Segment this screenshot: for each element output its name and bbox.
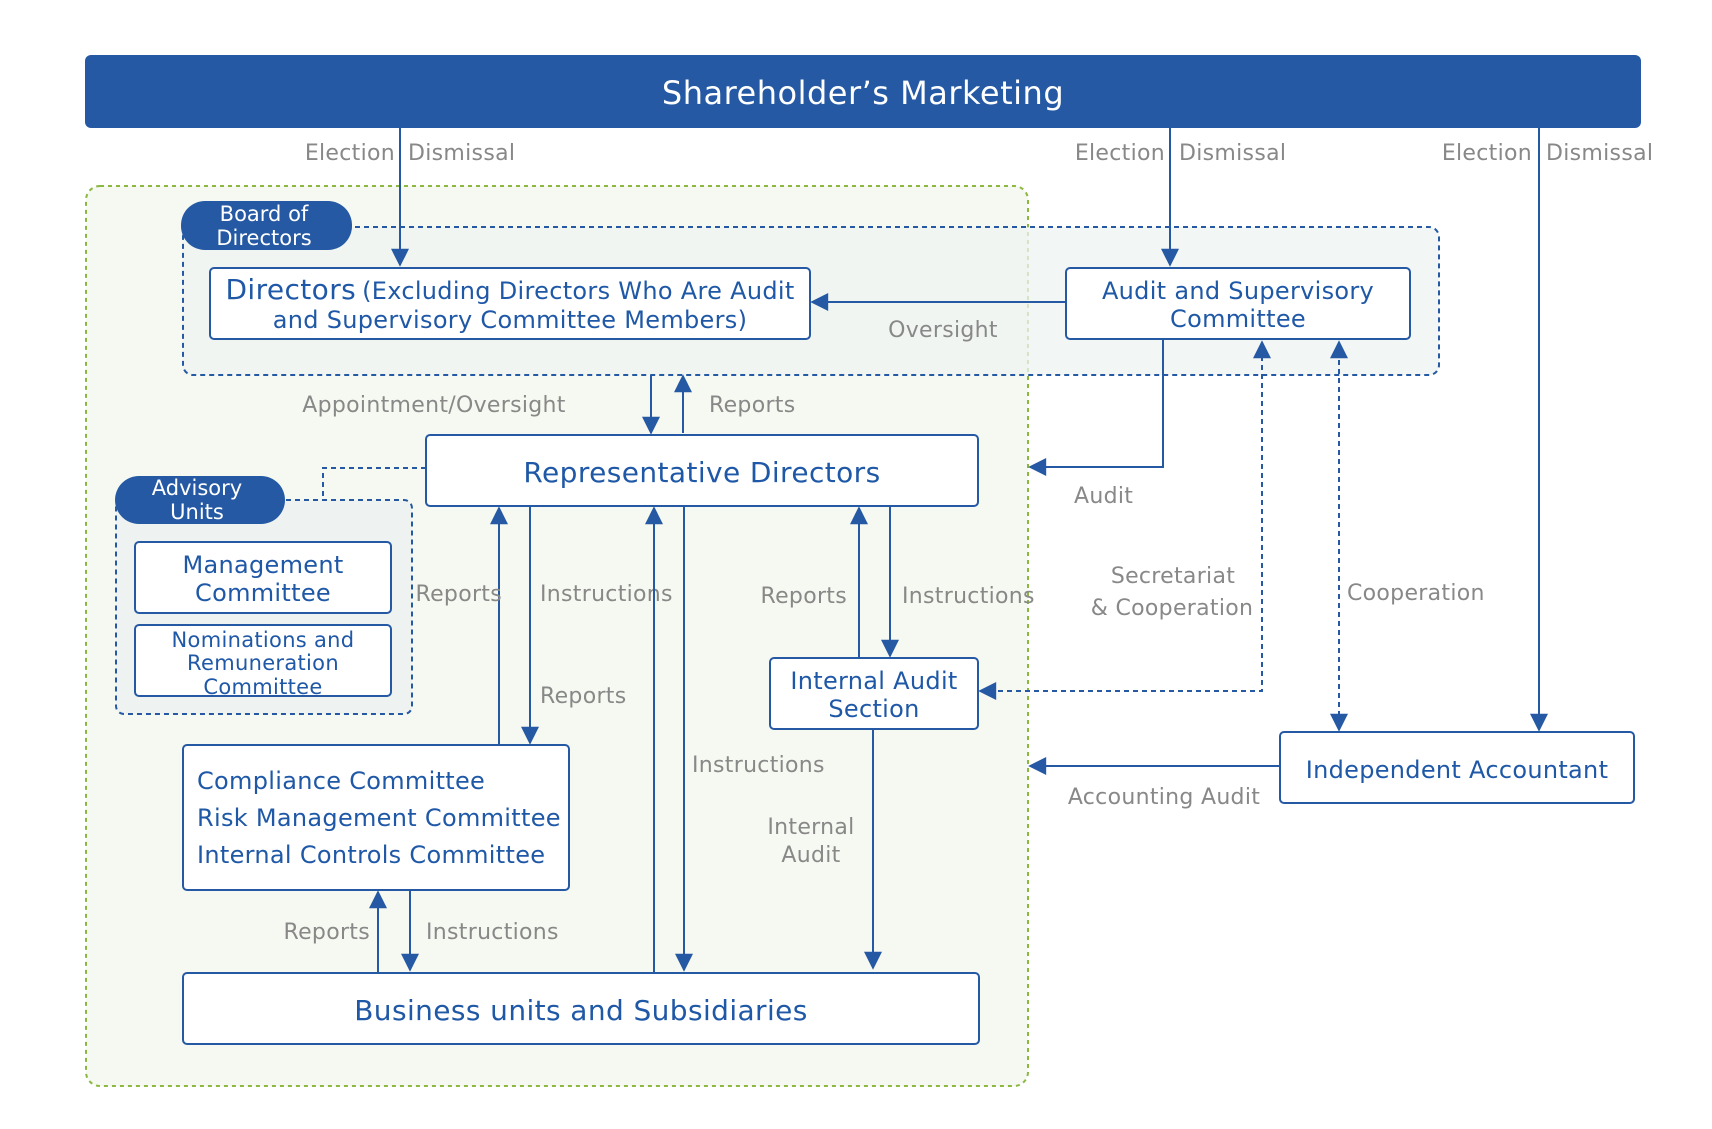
representative-directors-box: [425, 434, 979, 507]
representative-directors-label: Representative Directors: [523, 456, 880, 489]
directors-title: Directors(Excluding Directors Who Are Au…: [225, 273, 794, 306]
cooperation-label: Cooperation: [1347, 581, 1485, 606]
management-committee-line1: Management: [182, 551, 343, 579]
nominations-line2: Remuneration: [187, 651, 339, 675]
accounting-audit-label: Accounting Audit: [1068, 785, 1260, 810]
oversight-label: Oversight: [888, 318, 998, 343]
management-committee-box: [134, 541, 392, 614]
audit-committee-line2: Committee: [1170, 305, 1306, 333]
internal-audit-label-line1: Internal: [767, 815, 854, 840]
dismissal-label-directors: Dismissal: [408, 141, 515, 166]
nominations-committee-box: [134, 624, 392, 697]
directors-sub1-label: (Excluding Directors Who Are Audit: [362, 277, 794, 305]
board-tag-line1: Board of: [220, 202, 309, 226]
reports-label-internal-audit: Reports: [761, 584, 848, 609]
secretariat-label-line1: Secretariat: [1111, 564, 1235, 589]
election-label-audit: Election: [1075, 141, 1165, 166]
management-committee-line2: Committee: [195, 579, 331, 607]
nominations-line3: Committee: [203, 675, 322, 699]
instructions-label-business: Instructions: [692, 753, 825, 778]
arrow-secretariat-cooperation: [978, 340, 1271, 700]
board-tag: [181, 201, 352, 250]
directors-sub2-label: and Supervisory Committee Members): [273, 306, 748, 334]
dismissal-label-accountant: Dismissal: [1546, 141, 1653, 166]
audit-committee-box: [1065, 267, 1411, 340]
election-label-accountant: Election: [1442, 141, 1532, 166]
nominations-line1: Nominations and: [172, 628, 355, 652]
internal-controls-committee-label: Internal Controls Committee: [197, 841, 545, 869]
advisory-tag-line1: Advisory: [152, 476, 242, 500]
reports-label-middle: Reports: [540, 684, 627, 709]
independent-accountant-label: Independent Accountant: [1306, 756, 1609, 784]
internal-audit-section-line1: Internal Audit: [790, 667, 957, 695]
advisory-connector: [322, 467, 426, 500]
independent-accountant-box: [1279, 731, 1635, 804]
internal-audit-section-line2: Section: [828, 695, 919, 723]
business-units-label: Business units and Subsidiaries: [354, 994, 808, 1027]
directors-main-label: Directors: [225, 273, 356, 306]
election-label-directors: Election: [305, 141, 395, 166]
board-tag-line2: Directors: [216, 226, 311, 250]
dismissal-label-audit: Dismissal: [1179, 141, 1286, 166]
internal-audit-label-line2: Audit: [781, 843, 840, 868]
business-units-box: [182, 972, 980, 1045]
instructions-label-business-lower: Instructions: [426, 920, 559, 945]
risk-management-committee-label: Risk Management Committee: [197, 804, 561, 832]
reports-label-compliance: Reports: [416, 582, 503, 607]
audit-label: Audit: [1074, 484, 1133, 509]
advisory-tag: [115, 476, 285, 524]
advisory-tag-line2: Units: [170, 500, 224, 524]
directors-box: [209, 267, 811, 340]
compliance-committee-label: Compliance Committee: [197, 767, 485, 795]
audit-committee-line1: Audit and Supervisory: [1102, 277, 1374, 305]
secretariat-label-line2: & Cooperation: [1091, 596, 1254, 621]
header-title: Shareholder’s Marketing: [662, 74, 1064, 112]
instructions-label-internal-audit: Instructions: [902, 584, 1035, 609]
reports-label-business: Reports: [284, 920, 371, 945]
instructions-label-compliance: Instructions: [540, 582, 673, 607]
compliance-committees-box: [182, 744, 570, 891]
appointment-oversight-label: Appointment/Oversight: [302, 393, 565, 418]
reports-label-to-board: Reports: [709, 393, 796, 418]
header-bar: [85, 55, 1641, 128]
